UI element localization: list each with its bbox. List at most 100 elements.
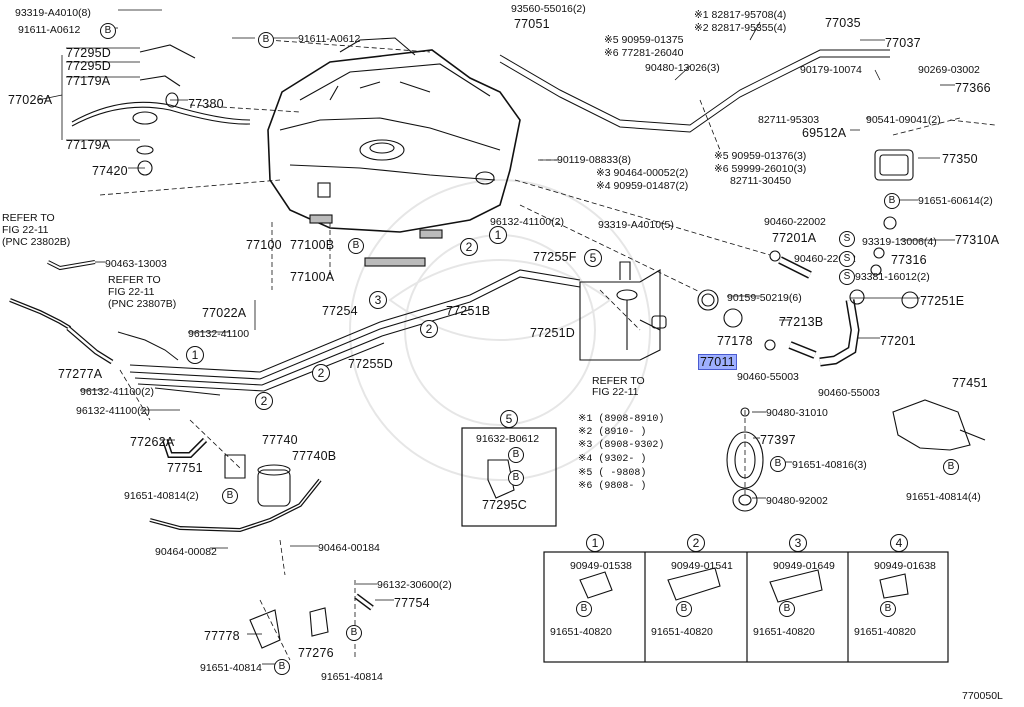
part-label-p29[interactable]: ※4 90959-01487(2) <box>596 180 689 192</box>
part-label-p36[interactable]: (PNC 23802B) <box>2 236 71 248</box>
part-label-p60[interactable]: 96132-41100 <box>188 328 250 340</box>
part-label-p24[interactable]: 90541-09041(2) <box>866 114 941 126</box>
part-label-p48[interactable]: 77316 <box>891 253 927 267</box>
part-label-p73[interactable]: 96132-41100(2) <box>76 405 150 417</box>
part-label-p07[interactable]: 77026A <box>8 93 53 107</box>
part-label-p49[interactable]: REFER TO <box>108 274 161 286</box>
part-label-p28[interactable]: ※3 90464-00052(2) <box>596 167 689 179</box>
part-label-p83[interactable]: 77295C <box>482 498 527 512</box>
part-label-p50[interactable]: FIG 22-11 <box>108 286 155 298</box>
part-label-p92[interactable]: 91651-40814 <box>200 662 262 674</box>
part-label-p19[interactable]: 90480-13026(3) <box>645 62 720 74</box>
part-label-p23[interactable]: 82711-95303 <box>758 114 820 126</box>
part-label-p56[interactable]: 77254 <box>322 304 358 318</box>
part-label-p86[interactable]: 90464-00082 <box>155 546 217 558</box>
part-label-p03[interactable]: 91611-A0612 <box>298 33 361 45</box>
part-label-p72[interactable]: 90460-55003 <box>818 387 880 399</box>
part-label-p71[interactable]: 96132-41100(2) <box>80 386 154 398</box>
part-label-p35[interactable]: FIG 22-11 <box>2 224 49 236</box>
legend-part-top[interactable]: 90949-01638 <box>874 560 936 572</box>
part-label-p15[interactable]: 77035 <box>825 16 861 30</box>
part-label-p51[interactable]: (PNC 23807B) <box>108 298 177 310</box>
part-label-p18[interactable]: ※6 77281-26040 <box>604 47 684 59</box>
part-label-p78[interactable]: 77397 <box>760 433 796 447</box>
part-label-p84[interactable]: 90480-92002 <box>766 495 828 507</box>
part-label-p06[interactable]: 77179A <box>66 74 111 88</box>
part-label-p61[interactable]: 77251D <box>530 326 575 340</box>
part-label-p67[interactable]: 90460-55003 <box>737 371 799 383</box>
part-label-p89[interactable]: 77754 <box>394 596 430 610</box>
part-label-p75[interactable]: 91632-B0612 <box>476 433 540 445</box>
part-label-p90[interactable]: 77778 <box>204 629 240 643</box>
legend-part-bottom[interactable]: 91651-40820 <box>550 626 612 638</box>
part-label-p46[interactable]: 77255F <box>533 250 577 264</box>
part-label-p32[interactable]: 82711-30450 <box>730 175 792 187</box>
part-label-p52[interactable]: 77100A <box>290 270 335 284</box>
part-label-p54[interactable]: 90159-50219(6) <box>727 292 802 304</box>
part-label-p88[interactable]: 96132-30600(2) <box>377 579 452 591</box>
part-label-p85[interactable]: 91651-40814(4) <box>906 491 981 503</box>
part-label-p53[interactable]: 93381-16012(2) <box>855 271 930 283</box>
part-label-p69[interactable]: FIG 22-11 <box>592 386 639 398</box>
part-label-p20[interactable]: 90179-10074 <box>800 64 862 76</box>
part-label-p43[interactable]: 77100 <box>246 238 282 252</box>
part-label-p38[interactable]: 93319-A4010(5) <box>598 219 674 231</box>
part-label-p80[interactable]: 77751 <box>167 461 203 475</box>
part-label-p02[interactable]: 91611-A0612 <box>18 24 81 36</box>
part-label-p66[interactable]: 77277A <box>58 367 103 381</box>
part-label-p25[interactable]: 69512A <box>802 126 847 140</box>
part-label-p17[interactable]: ※5 90959-01375 <box>604 34 684 46</box>
legend-part-top[interactable]: 90949-01538 <box>570 560 632 572</box>
part-label-p08[interactable]: 77380 <box>188 97 224 111</box>
legend-part-top[interactable]: 90949-01541 <box>671 560 733 572</box>
part-label-p45[interactable]: 90463-13003 <box>105 258 167 270</box>
part-label-p40[interactable]: 77201A <box>772 231 817 245</box>
part-label-p41[interactable]: 77310A <box>955 233 1000 247</box>
part-label-p70[interactable]: 77451 <box>952 376 988 390</box>
part-label-p12[interactable]: 77051 <box>514 17 550 31</box>
part-label-p01[interactable]: 93319-A4010(8) <box>15 7 91 19</box>
legend-part-bottom[interactable]: 91651-40820 <box>854 626 916 638</box>
part-label-p14[interactable]: ※2 82817-95355(4) <box>694 22 787 34</box>
part-label-p04[interactable]: 77295D <box>66 46 111 60</box>
part-label-p59[interactable]: 77213B <box>779 315 824 329</box>
part-label-p05[interactable]: 77295D <box>66 59 111 73</box>
part-label-p57[interactable]: 77251B <box>446 304 491 318</box>
part-label-p42[interactable]: 93319-13006(4) <box>862 236 937 248</box>
part-label-p16[interactable]: 77037 <box>885 36 921 50</box>
part-label-p62[interactable]: 77178 <box>717 334 753 348</box>
part-label-p13[interactable]: ※1 82817-95708(4) <box>694 9 787 21</box>
part-label-p39[interactable]: 90460-22002 <box>764 216 826 228</box>
part-label-p44[interactable]: 77100B <box>290 238 335 252</box>
part-label-p26[interactable]: 77350 <box>942 152 978 166</box>
part-label-p55[interactable]: 77251E <box>920 294 965 308</box>
legend-part-bottom[interactable]: 91651-40820 <box>753 626 815 638</box>
part-label-p27[interactable]: 90119-08833(8) <box>557 154 631 166</box>
part-label-p21[interactable]: 90269-03002 <box>918 64 980 76</box>
part-label-p11[interactable]: 93560-55016(2) <box>511 3 586 15</box>
part-label-p34[interactable]: REFER TO <box>2 212 55 224</box>
part-label-p64[interactable]: 77011 <box>698 354 737 370</box>
part-label-p31[interactable]: ※6 59999-26010(3) <box>714 163 807 175</box>
part-label-p10[interactable]: 77420 <box>92 164 128 178</box>
part-label-p68[interactable]: REFER TO <box>592 375 645 387</box>
part-label-p30[interactable]: ※5 90959-01376(3) <box>714 150 807 162</box>
part-label-p76[interactable]: 77740 <box>262 433 298 447</box>
part-label-p79[interactable]: 77740B <box>292 449 337 463</box>
part-label-p65[interactable]: 77255D <box>348 357 393 371</box>
part-label-p87[interactable]: 90464-00184 <box>318 542 380 554</box>
part-label-p09[interactable]: 77179A <box>66 138 111 152</box>
part-label-p93[interactable]: 91651-40814 <box>321 671 383 683</box>
part-label-p22[interactable]: 77366 <box>955 81 991 95</box>
part-label-p77[interactable]: 77262A <box>130 435 175 449</box>
part-label-p63[interactable]: 77201 <box>880 334 916 348</box>
legend-part-bottom[interactable]: 91651-40820 <box>651 626 713 638</box>
part-label-p33[interactable]: 91651-60614(2) <box>918 195 993 207</box>
part-label-p81[interactable]: 91651-40816(3) <box>792 459 867 471</box>
legend-part-top[interactable]: 90949-01649 <box>773 560 835 572</box>
part-label-p58[interactable]: 77022A <box>202 306 247 320</box>
part-label-p74[interactable]: 90480-31010 <box>766 407 828 419</box>
part-label-p82[interactable]: 91651-40814(2) <box>124 490 199 502</box>
part-label-p37[interactable]: 96132-41100(2) <box>490 216 564 228</box>
part-label-p91[interactable]: 77276 <box>298 646 334 660</box>
